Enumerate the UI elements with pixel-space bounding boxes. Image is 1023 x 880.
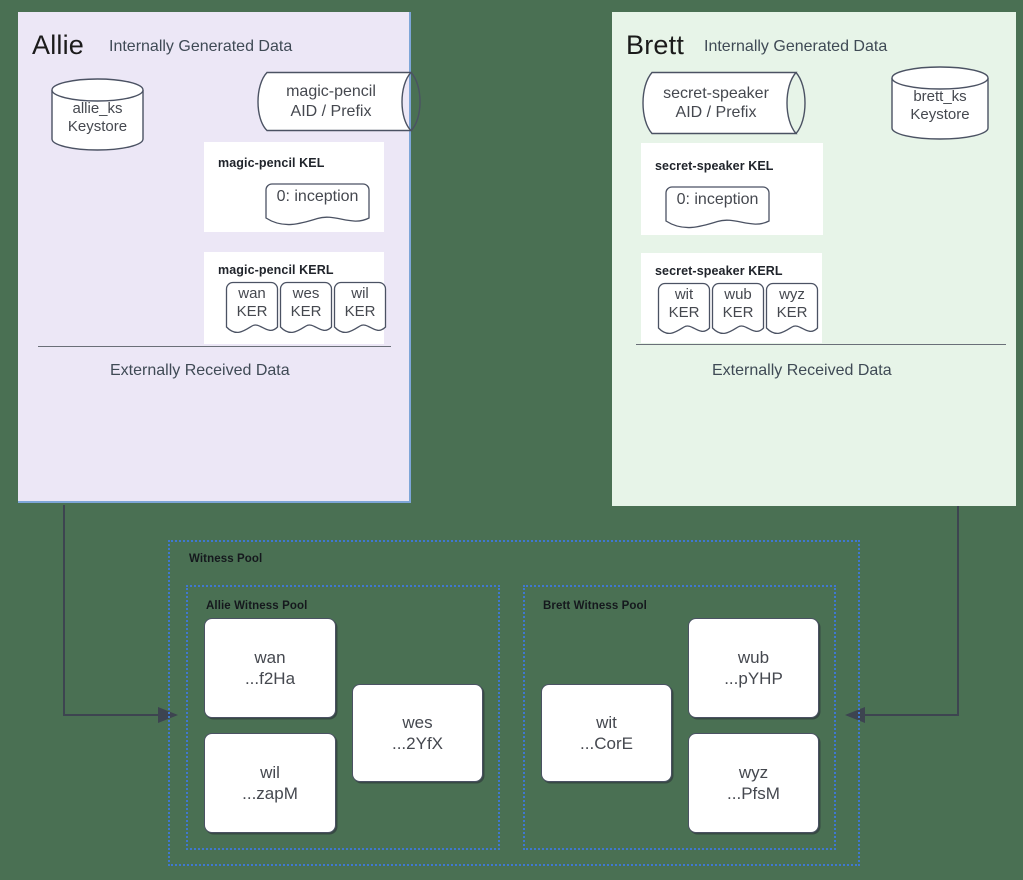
witness-name-wes: wes [402, 712, 433, 732]
witness-prefix-wil: ...zapM [242, 784, 298, 803]
identity-panel-allie: Allie Internally Generated Data allie_ks… [18, 12, 421, 503]
ker-receipt-allie-0: wan KER [225, 281, 279, 337]
keystore-line1-allie: allie_ks [72, 99, 123, 117]
keystore-cylinder-brett: brett_ks Keystore [890, 65, 990, 141]
panel-divider-allie [38, 346, 391, 347]
aid-prefix-tape-brett: secret-speaker AID / Prefix [634, 71, 814, 135]
internally-generated-data-title-allie: Internally Generated Data [109, 38, 293, 55]
kel-event-document-allie-0: 0: inception [264, 182, 371, 227]
keystore-cylinder-allie: allie_ks Keystore [50, 77, 145, 152]
ker-receipt-label-allie-1: wes KER [279, 281, 333, 337]
keystore-line2-brett: Keystore [910, 106, 970, 123]
ker-receipt-label-brett-1: wub KER [711, 282, 765, 338]
ker-kind-brett-0: KER [668, 304, 700, 322]
witness-box-wub[interactable]: wub ...pYHP [688, 618, 819, 718]
witness-prefix-wyz: ...PfsM [727, 784, 780, 803]
connector-brett-to-pool [845, 506, 959, 723]
brett-witness-pool-label: Brett Witness Pool [543, 600, 647, 612]
ker-receipt-allie-2: wil KER [333, 281, 387, 337]
ker-receipt-brett-0: wit KER [657, 282, 711, 338]
witness-prefix-wub: ...pYHP [724, 669, 783, 688]
externally-received-data-title-brett: Externally Received Data [712, 362, 892, 379]
keystore-line1-brett: brett_ks [913, 88, 967, 106]
identity-panel-brett: Brett Internally Generated Data secret-s… [612, 12, 1016, 506]
aid-name-allie: magic-pencil [286, 83, 376, 101]
connector-allie-to-pool [63, 505, 178, 723]
allie-witness-pool: Allie Witness Pool [186, 585, 500, 850]
ker-kind-allie-0: KER [236, 303, 268, 321]
aid-prefix-tape-allie: magic-pencil AID / Prefix [249, 71, 429, 132]
witness-name-wyz: wyz [738, 762, 769, 782]
ker-name-allie-0: wan [238, 285, 266, 302]
ker-name-allie-2: wil [351, 285, 369, 302]
ker-kind-brett-2: KER [776, 304, 808, 322]
kel-event-label-brett-0: 0: inception [676, 191, 759, 208]
ker-kind-allie-1: KER [290, 303, 322, 321]
aid-sublabel-brett: AID / Prefix [675, 104, 757, 121]
kerl-card-allie: magic-pencil KERL wan KER wes KER [204, 252, 387, 344]
ker-kind-allie-2: KER [344, 303, 376, 321]
witness-prefix-wes: ...2YfX [391, 734, 444, 753]
ker-receipt-label-allie-0: wan KER [225, 281, 279, 337]
ker-name-brett-1: wub [724, 286, 752, 303]
kerl-title-allie: magic-pencil KERL [218, 263, 334, 277]
witness-box-wil[interactable]: wil ...zapM [204, 733, 336, 833]
ker-receipt-label-brett-2: wyz KER [765, 282, 819, 338]
kerl-title-brett: secret-speaker KERL [655, 264, 783, 278]
ker-receipt-brett-1: wub KER [711, 282, 765, 338]
kel-event-label-allie-0: 0: inception [276, 188, 359, 205]
kel-card-allie: magic-pencil KEL 0: inception [204, 142, 384, 232]
aid-name-brett: secret-speaker [663, 84, 769, 102]
kel-title-brett: secret-speaker KEL [655, 159, 774, 173]
ker-receipt-allie-1: wes KER [279, 281, 333, 337]
ker-name-brett-2: wyz [779, 286, 805, 303]
witness-box-wan[interactable]: wan ...f2Ha [204, 618, 336, 718]
witness-pool-label: Witness Pool [189, 553, 263, 565]
witness-box-wes[interactable]: wes ...2YfX [352, 684, 483, 782]
kel-event-document-brett-0: 0: inception [664, 185, 771, 230]
aid-prefix-label-allie: magic-pencil AID / Prefix [249, 71, 429, 132]
witness-prefix-wan: ...f2Ha [244, 669, 296, 688]
panel-owner-name-allie: Allie [32, 30, 85, 60]
witness-name-wit: wit [596, 712, 617, 732]
internally-generated-data-title-brett: Internally Generated Data [704, 38, 888, 55]
witness-box-wyz[interactable]: wyz ...PfsM [688, 733, 819, 833]
allie-witness-pool-label: Allie Witness Pool [206, 600, 308, 612]
aid-prefix-label-brett: secret-speaker AID / Prefix [634, 71, 814, 135]
kel-card-brett: secret-speaker KEL 0: inception [641, 143, 823, 235]
ker-receipt-label-brett-0: wit KER [657, 282, 711, 338]
witness-pool: Witness Pool [168, 540, 860, 866]
ker-receipt-brett-2: wyz KER [765, 282, 819, 338]
ker-name-allie-1: wes [292, 285, 320, 302]
ker-receipt-label-allie-2: wil KER [333, 281, 387, 337]
kerl-card-brett: secret-speaker KERL wit KER wub KER [641, 253, 822, 343]
kel-title-allie: magic-pencil KEL [218, 156, 325, 170]
ker-kind-brett-1: KER [722, 304, 754, 322]
witness-name-wil: wil [260, 762, 280, 782]
keystore-label-brett: brett_ks Keystore [890, 65, 990, 141]
witness-name-wub: wub [737, 647, 770, 667]
keystore-label-allie: allie_ks Keystore [50, 77, 145, 152]
aid-sublabel-allie: AID / Prefix [290, 102, 372, 120]
witness-prefix-wit: ...CorE [580, 734, 633, 753]
panel-divider-brett [636, 344, 1006, 345]
witness-name-wan: wan [254, 647, 286, 667]
witness-box-wit[interactable]: wit ...CorE [541, 684, 672, 782]
panel-owner-name-brett: Brett [626, 30, 685, 60]
ker-name-brett-0: wit [674, 286, 694, 303]
externally-received-data-title-allie: Externally Received Data [110, 362, 290, 379]
brett-witness-pool: Brett Witness Pool [523, 585, 836, 850]
keystore-line2-allie: Keystore [67, 117, 128, 135]
